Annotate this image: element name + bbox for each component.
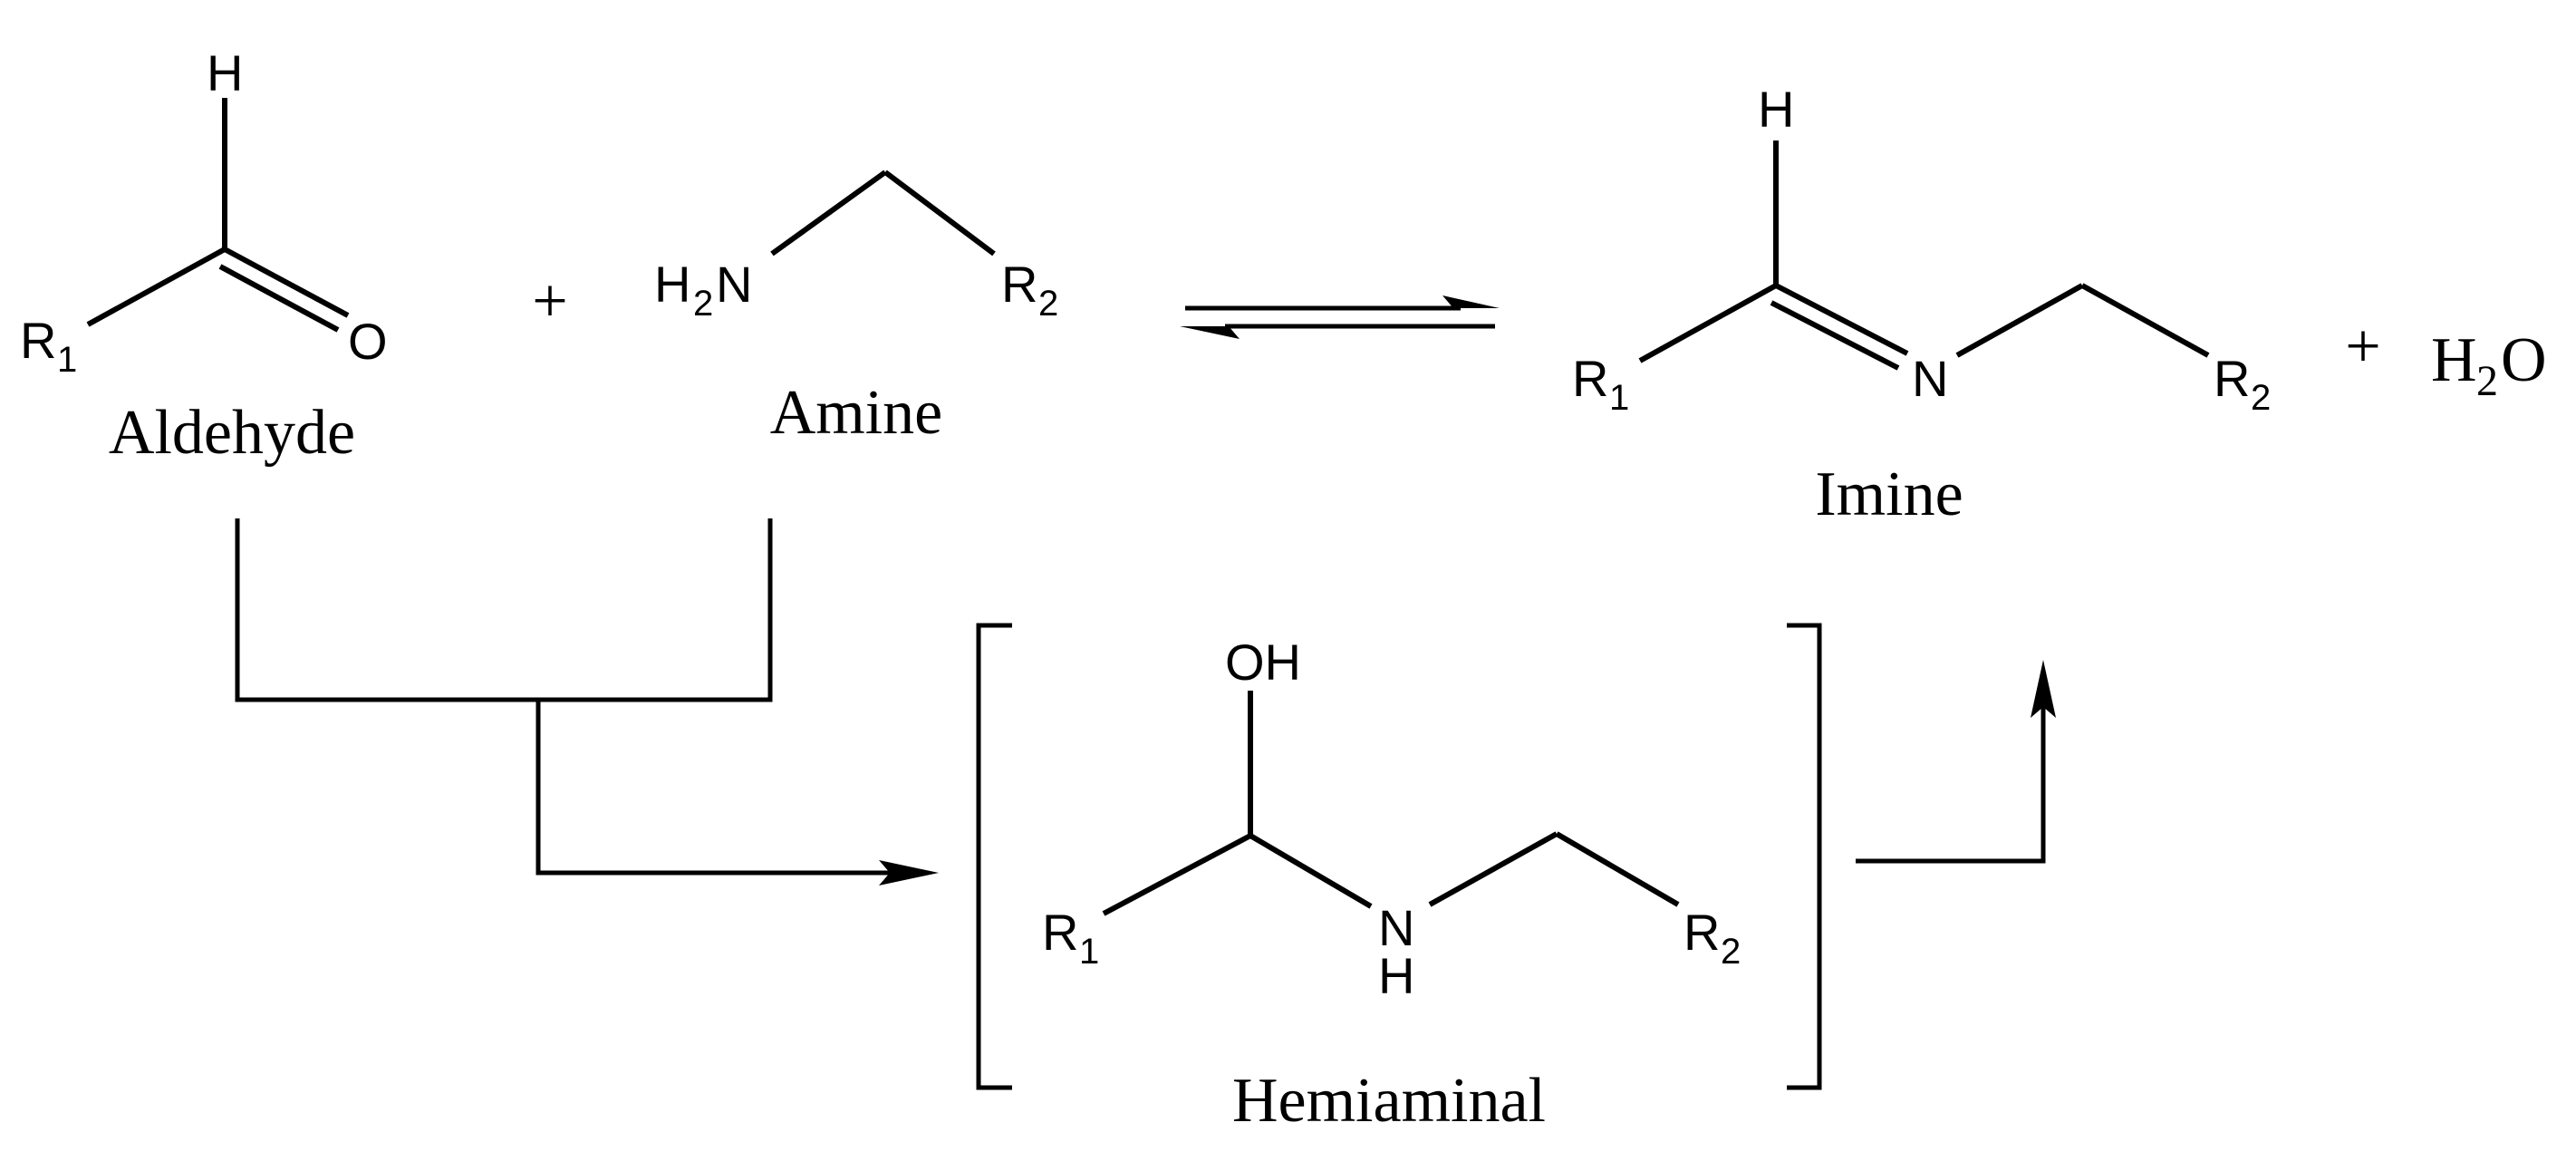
plus-sign-reactants: + [532,266,567,336]
aldehyde-r1-label: R [20,312,56,369]
water-h-index: 2 [2476,357,2498,405]
pathway-to-imine [1856,660,2056,864]
amine-structure: H 2 N R 2 [654,169,1058,324]
aldehyde-c-r1-bond [86,247,227,327]
aldehyde-c-o-bond-2 [218,264,340,333]
pathway-to-intermediate [235,518,939,886]
amine-r2-label: R [1001,256,1037,313]
intermediate-feed-line [535,700,897,876]
dehydration-connector [1856,702,2046,864]
hemiaminal-structure: OH N H R 1 R 2 [1042,634,1741,1004]
hemiaminal-bracket-left [976,623,1012,1090]
imine-r1-index: 1 [1609,378,1629,418]
hemiaminal-atom-nh: H [1378,947,1414,1004]
imine-r2-label: R [2214,350,2250,407]
water-formula: H 2 O [2431,325,2547,405]
imine-atom-n: N [1912,350,1948,407]
amine-h2n-h: H [654,256,690,313]
imine-structure: H N R 1 R 2 [1572,81,2271,418]
hemiaminal-r2-index: 2 [1721,932,1741,972]
reactant-merge-connector [235,518,773,702]
hemiaminal-r2-label: R [1684,904,1720,961]
right-bracket [1787,623,1822,1090]
amine-ch2-r2-bond [883,169,996,256]
imine-r2-index: 2 [2251,378,2271,418]
amine-h2n-index: 2 [693,284,713,324]
amine-r2-index: 2 [1038,284,1058,324]
water-h: H [2431,325,2477,395]
left-bracket [976,623,1012,1090]
aldehyde-atom-h: H [207,44,243,102]
hemiaminal-c-r1-bond [1102,833,1252,916]
imine-c-n-bond-1 [1774,283,1909,356]
imine-c-n-bond-2 [1770,300,1900,371]
aldehyde-atom-o: O [348,313,388,370]
hemiaminal-r1-label: R [1042,904,1078,961]
hemiaminal-n-ch2-bond [1428,831,1558,907]
equilibrium-arrow [1180,295,1500,339]
forward-arrow-head [1442,295,1500,308]
imine-ch2-r2-bond [2080,283,2210,358]
amine-h2n-n: N [716,256,752,313]
intermediate-feed-arrow-head [879,860,939,886]
imine-atom-h: H [1758,81,1794,138]
imine-n-ch2-bond [1955,283,2084,358]
hemiaminal-atom-oh: OH [1225,634,1301,691]
plus-sign-products: + [2345,312,2380,382]
amine-n-ch2-bond [770,169,887,256]
aldehyde-name: Aldehyde [109,398,355,468]
hemiaminal-name: Hemiaminal [1232,1066,1546,1136]
dehydration-arrow-head [2031,660,2056,718]
hemiaminal-ch2-r2-bond [1555,831,1680,907]
imine-c-r1-bond [1638,283,1778,363]
water-o: O [2501,325,2547,395]
hemiaminal-c-n-bond [1249,833,1373,909]
hemiaminal-atom-n: N [1378,899,1414,956]
imine-name: Imine [1815,460,1963,529]
hemiaminal-r1-index: 1 [1079,932,1099,972]
aldehyde-structure: H O R 1 [20,44,388,380]
hemiaminal-bracket-right [1787,623,1822,1090]
reverse-arrow-head [1180,326,1240,339]
aldehyde-r1-index: 1 [57,340,77,380]
aldehyde-c-o-bond-1 [223,247,350,318]
imine-r1-label: R [1572,350,1608,407]
amine-name: Amine [770,378,943,448]
